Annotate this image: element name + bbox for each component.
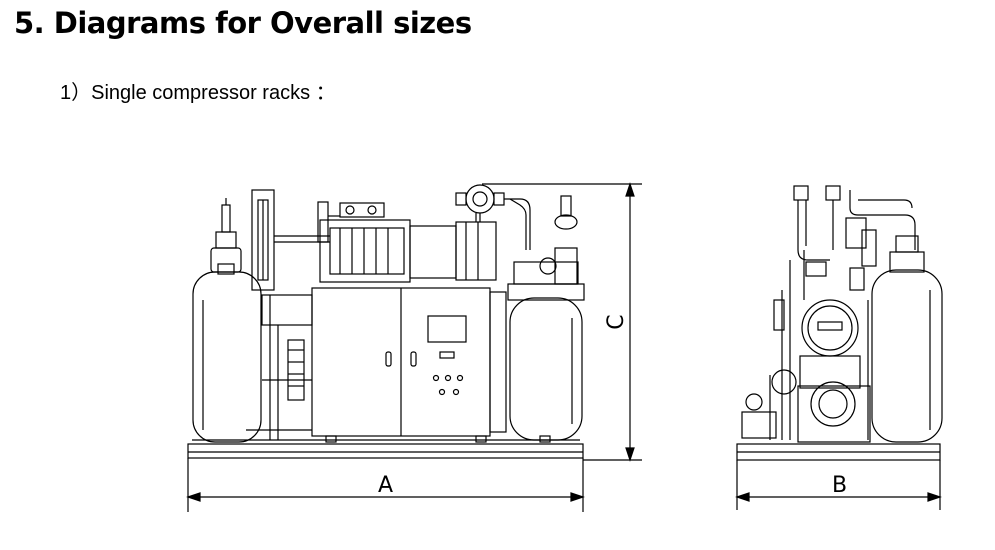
dimension-label-c: C bbox=[604, 314, 629, 329]
front-base-frame bbox=[187, 443, 584, 459]
side-compressor bbox=[797, 299, 871, 443]
dimension-label-b: B bbox=[832, 473, 847, 498]
side-piping bbox=[741, 185, 916, 440]
side-view-drawing bbox=[735, 185, 943, 510]
page-title: 5. Diagrams for Overall sizes bbox=[14, 6, 472, 40]
dimension-c bbox=[482, 182, 642, 462]
top-valve-assembly bbox=[455, 184, 531, 250]
side-receiver-tank bbox=[871, 235, 943, 443]
left-piping bbox=[246, 235, 330, 440]
left-receiver-tank bbox=[192, 198, 262, 443]
dimension-b bbox=[735, 460, 942, 510]
compressor-unit bbox=[317, 201, 497, 283]
front-view-drawing bbox=[186, 182, 642, 512]
dimension-label-a: A bbox=[378, 473, 393, 498]
control-cabinet bbox=[311, 287, 507, 443]
dimension-a bbox=[186, 458, 585, 512]
section-subtitle: 1）Single compressor racks ： bbox=[60, 82, 336, 104]
gauge-panel bbox=[251, 189, 275, 291]
right-receiver-tank bbox=[507, 195, 585, 443]
